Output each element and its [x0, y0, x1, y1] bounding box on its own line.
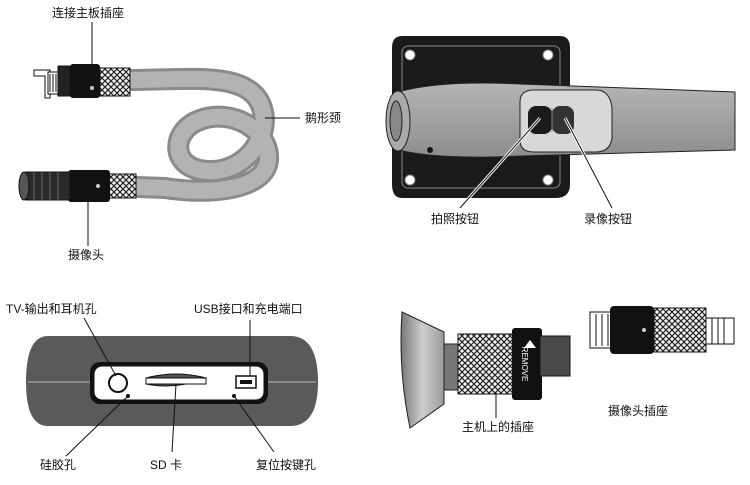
label-sd-card: SD 卡	[150, 458, 183, 472]
label-tv-out: TV-输出和耳机孔	[6, 302, 97, 316]
label-board-connector: 连接主板插座	[52, 6, 125, 20]
main-unit-top-drawing	[385, 36, 736, 209]
label-usb-port: USB接口和充电端口	[194, 302, 303, 316]
label-gooseneck: 鹅形颈	[305, 111, 342, 125]
label-photo-button: 拍照按钮	[431, 212, 480, 226]
remove-label: REMOVE	[520, 347, 529, 382]
detach-camera-drawing: REMOVE	[400, 306, 735, 429]
tv-out-jack	[108, 373, 128, 393]
label-camera-socket: 摄像头插座	[608, 404, 669, 418]
label-silicone-hole: 硅胶孔	[40, 458, 77, 472]
camera-socket	[589, 306, 735, 354]
label-camera: 摄像头	[68, 248, 105, 262]
label-host-socket: 主机上的插座	[462, 420, 535, 434]
board-connector	[33, 64, 131, 99]
gooseneck-camera-drawing	[18, 22, 300, 246]
main-unit-side-drawing	[26, 317, 318, 457]
label-reset-hole: 复位按键孔	[256, 458, 317, 472]
label-record-button: 录像按钮	[584, 212, 633, 226]
eyecup	[400, 311, 445, 429]
camera-head	[18, 170, 137, 202]
